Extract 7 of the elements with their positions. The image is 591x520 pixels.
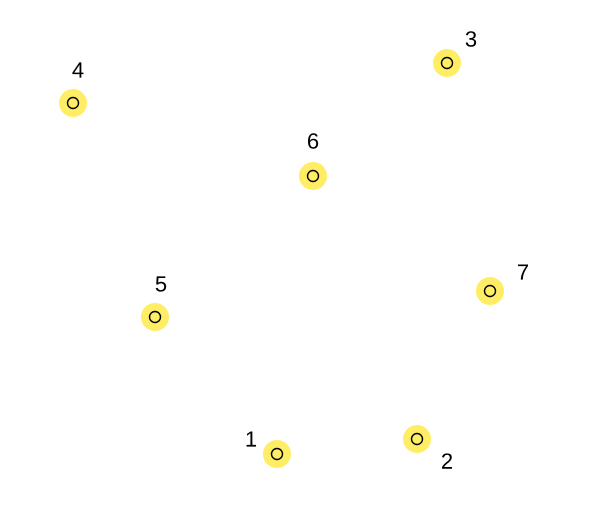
point-label: 6 xyxy=(308,133,318,149)
point-label: 2 xyxy=(442,453,452,469)
point-label: 5 xyxy=(156,276,166,292)
point-label: 4 xyxy=(72,62,84,78)
point-label: 7 xyxy=(518,264,528,280)
point-label: 1 xyxy=(246,431,256,447)
point-label: 3 xyxy=(466,31,476,47)
